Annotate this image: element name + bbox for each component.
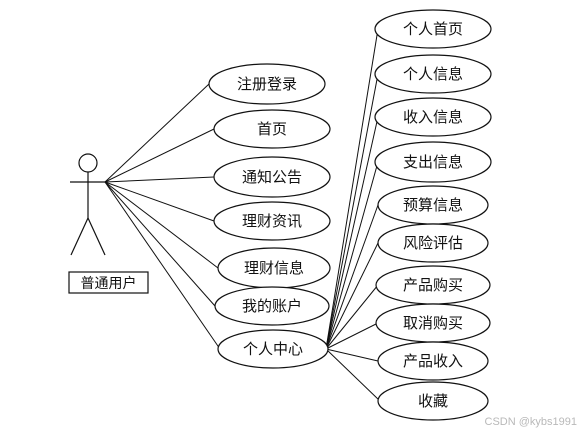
- actor-label: 普通用户: [81, 275, 137, 292]
- use-case-finance-info[interactable]: 理财信息: [217, 247, 331, 289]
- assoc-line: [325, 73, 379, 350]
- use-case-personal-home[interactable]: 个人首页: [374, 9, 492, 49]
- use-case-register-login[interactable]: 注册登录: [208, 63, 326, 105]
- use-case-label: 理财信息: [244, 259, 304, 277]
- actor-associations: [104, 83, 221, 350]
- use-case-risk-assessment[interactable]: 风险评估: [377, 223, 489, 263]
- use-case-label: 产品收入: [403, 352, 463, 370]
- actor-left-leg: [70, 217, 89, 256]
- right-use-cases: 个人首页 个人信息 收入信息 支出信息 预算信息 风险评估 产品购买 取消购买: [374, 9, 492, 421]
- use-case-label: 取消购买: [403, 314, 463, 332]
- actor-figure: [70, 153, 106, 256]
- actor-right-leg: [87, 217, 106, 256]
- assoc-line: [325, 116, 379, 350]
- use-case-label: 风险评估: [403, 234, 463, 252]
- assoc-line: [325, 161, 379, 350]
- use-case-label: 个人信息: [403, 65, 463, 83]
- use-case-favorites[interactable]: 收藏: [377, 381, 489, 421]
- center-associations: [325, 28, 381, 402]
- use-case-label: 我的账户: [242, 297, 302, 315]
- use-case-income-info[interactable]: 收入信息: [374, 97, 492, 137]
- assoc-line: [325, 348, 379, 362]
- use-case-label: 通知公告: [242, 168, 302, 186]
- use-case-label: 收藏: [418, 392, 448, 410]
- assoc-line: [325, 242, 379, 350]
- left-use-cases: 注册登录 首页 通知公告 理财资讯 理财信息 我的账户 个人中心: [208, 63, 331, 369]
- assoc-line: [104, 181, 215, 222]
- assoc-line: [104, 181, 216, 307]
- actor-label-frame: [68, 271, 149, 294]
- use-case-label: 收入信息: [403, 108, 463, 126]
- use-case-label: 个人首页: [403, 20, 463, 38]
- use-case-label: 个人中心: [243, 340, 303, 358]
- use-case-personal-info[interactable]: 个人信息: [374, 54, 492, 94]
- assoc-line: [104, 181, 219, 269]
- assoc-line: [325, 204, 379, 350]
- assoc-line: [325, 284, 379, 350]
- use-case-product-purchase[interactable]: 产品购买: [375, 265, 491, 305]
- use-case-cancel-purchase[interactable]: 取消购买: [375, 303, 491, 343]
- use-case-notice[interactable]: 通知公告: [213, 156, 331, 198]
- use-case-label: 预算信息: [403, 196, 463, 214]
- use-case-label: 支出信息: [403, 153, 463, 171]
- use-case-finance-news[interactable]: 理财资讯: [213, 201, 331, 241]
- use-case-my-account[interactable]: 我的账户: [214, 286, 330, 326]
- assoc-line: [325, 322, 379, 350]
- use-case-label: 理财资讯: [242, 212, 302, 230]
- assoc-line: [325, 28, 379, 350]
- use-case-budget-info[interactable]: 预算信息: [377, 185, 489, 225]
- use-case-expense-info[interactable]: 支出信息: [374, 141, 492, 183]
- watermark: CSDN @kybs1991: [485, 416, 577, 428]
- use-case-personal-center[interactable]: 个人中心: [217, 329, 329, 369]
- assoc-line: [104, 181, 221, 350]
- actor-head: [78, 153, 98, 173]
- use-case-label: 注册登录: [237, 75, 297, 93]
- assoc-line: [325, 348, 381, 402]
- use-case-label: 首页: [257, 120, 287, 138]
- use-case-product-income[interactable]: 产品收入: [377, 341, 489, 381]
- use-case-home[interactable]: 首页: [213, 109, 331, 149]
- use-case-label: 产品购买: [403, 276, 463, 294]
- assoc-line: [104, 83, 210, 183]
- assoc-line: [104, 176, 215, 183]
- actor-label-box: 普通用户: [68, 271, 149, 294]
- assoc-line: [104, 128, 215, 183]
